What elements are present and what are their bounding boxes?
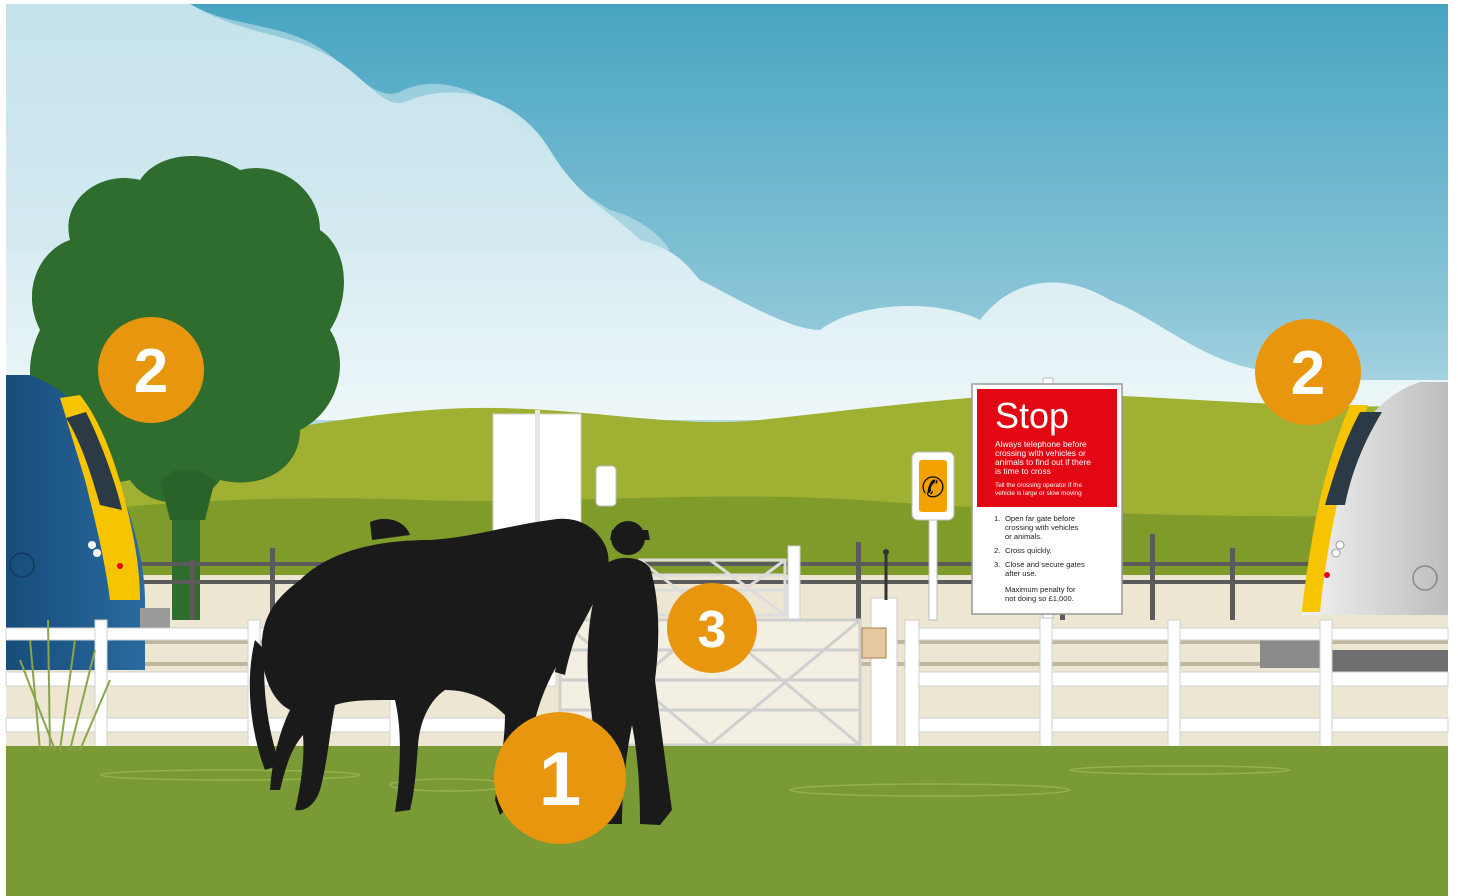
marker-3-label: 3 [698, 601, 727, 659]
sign-step-line: or animals. [1005, 532, 1042, 541]
sign-step-line: Cross quickly. [1005, 546, 1052, 555]
marker-1: 1 [494, 712, 626, 844]
sign-step-line: Close and secure gates [1005, 560, 1085, 569]
sign-step-line: crossing with vehicles [1005, 523, 1079, 532]
sign-step-line: Open far gate before [1005, 514, 1075, 523]
sign-warning-line: is time to cross [995, 466, 1051, 476]
sign-step-number: 3. [994, 560, 1000, 569]
sign-note-line: vehicle is large or slow moving [995, 490, 1082, 497]
marker-3: 3 [667, 583, 757, 673]
post [596, 466, 616, 506]
sign-penalty-line: not doing so £1,000. [1005, 594, 1074, 603]
sign-title: Stop [995, 395, 1069, 436]
gate-lever-knob [883, 549, 889, 555]
marker-2-right: 2 [1255, 319, 1361, 425]
sign-step-number: 2. [994, 546, 1000, 555]
marker-2-right-label: 2 [1291, 339, 1325, 408]
sign-note-line: Tell the crossing operator if the [995, 482, 1082, 489]
stop-sign: Stop Always telephone before crossing wi… [972, 378, 1122, 618]
marker-2-left: 2 [98, 317, 204, 423]
gate-latch [862, 628, 886, 658]
telephone-icon: ✆ [921, 471, 944, 504]
marker-1-label: 1 [539, 737, 581, 822]
gate-post [871, 598, 897, 746]
sign-penalty-line: Maximum penalty for [1005, 585, 1076, 594]
grass [6, 746, 1448, 896]
marker-2-left-label: 2 [134, 337, 168, 406]
svg-text:Tell the crossing operator if: Tell the crossing operator if the vehicl… [995, 482, 1084, 497]
post [788, 546, 800, 621]
sign-step-line: after use. [1005, 569, 1037, 578]
sign-step-number: 1. [994, 514, 1000, 523]
